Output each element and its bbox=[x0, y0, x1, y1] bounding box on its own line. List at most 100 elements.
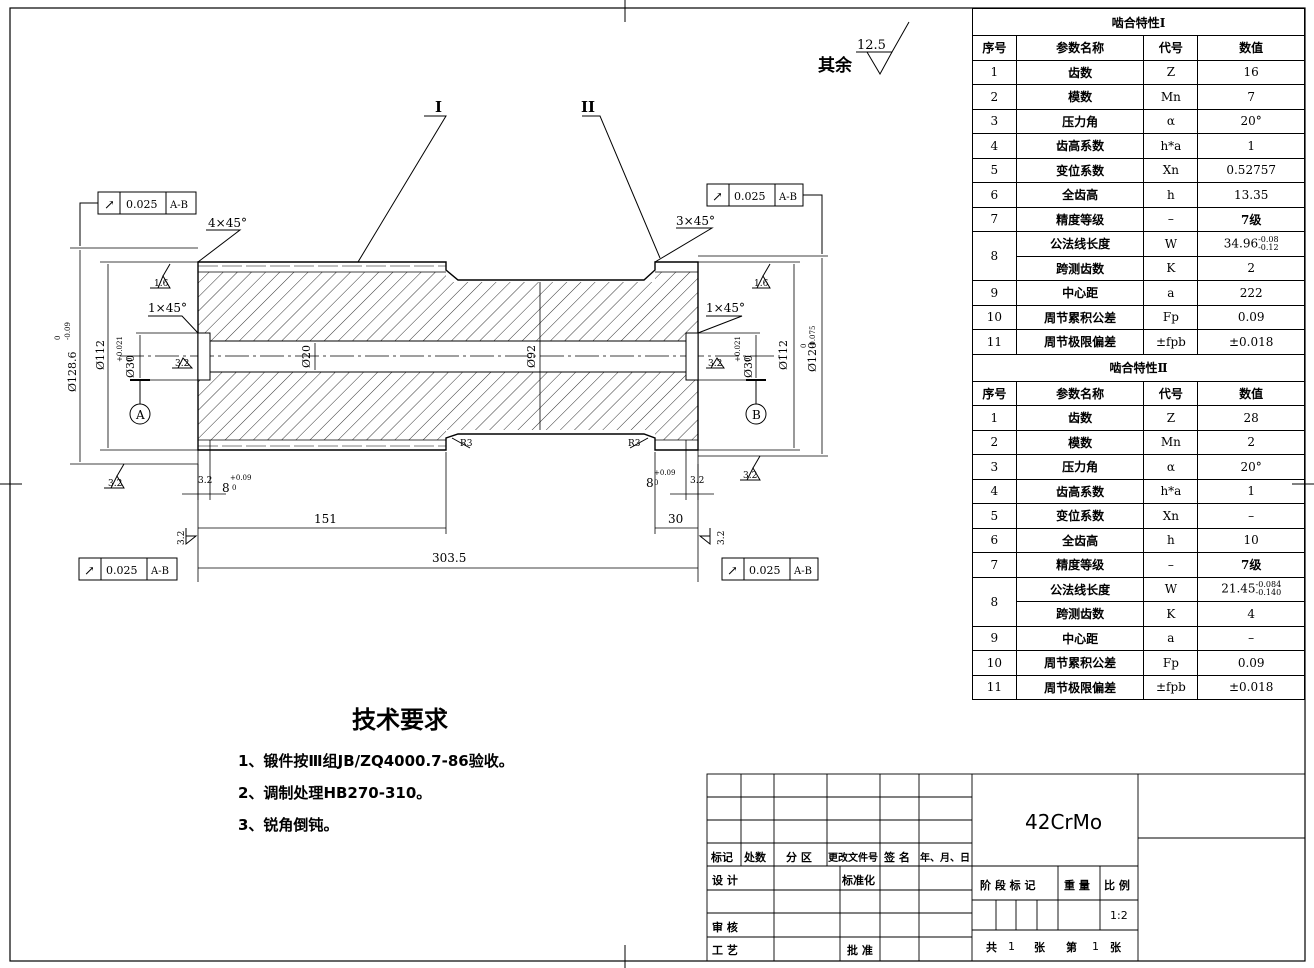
tb-total-label: 共 bbox=[986, 941, 997, 954]
mesh-cell-value: 2 bbox=[1197, 429, 1305, 455]
mesh-cell-no: 5 bbox=[972, 503, 1017, 529]
tb-zone: 分 区 bbox=[786, 851, 812, 864]
material-label: 42CrMo bbox=[1025, 810, 1103, 834]
runout-top-left: ↗ 0.025 A-B bbox=[79, 191, 197, 246]
section-leaders: I II bbox=[357, 98, 661, 263]
mesh-section-title-1: 啮合特性Ⅰ bbox=[972, 8, 1305, 36]
mesh-cell-code: ±fpb bbox=[1143, 329, 1199, 355]
runout-datum-3: A-B bbox=[150, 566, 169, 577]
mesh-cell-no: 10 bbox=[972, 304, 1017, 330]
runout-symbol-2: ↗ bbox=[712, 190, 723, 205]
mesh-cell-name: 全齿高 bbox=[1015, 527, 1145, 553]
dia-30-left-tol-lower: 0 bbox=[126, 358, 134, 362]
mesh-cell-value: 7 bbox=[1197, 84, 1305, 110]
mesh-header-3: 数值 bbox=[1197, 35, 1305, 61]
runout-top-right: ↗ 0.025 A-B bbox=[706, 183, 823, 254]
mesh-cell-name: 公法线长度 bbox=[1015, 231, 1145, 257]
roughness-3-2-h: 3.2 bbox=[717, 531, 727, 545]
runout-bottom-right: ↗ 0.025 A-B bbox=[721, 557, 819, 581]
mesh-tol-upper: -0.084 bbox=[1255, 580, 1282, 590]
mesh-cell-code: Fp bbox=[1143, 304, 1199, 330]
mesh-cell-no: 8 bbox=[972, 231, 1017, 281]
mesh-cell-code: a bbox=[1143, 280, 1199, 306]
mesh-cell-no: 8 bbox=[972, 576, 1017, 627]
mesh-cell-no: 3 bbox=[972, 108, 1017, 134]
mesh-cell-value: 7级 bbox=[1197, 206, 1305, 232]
runout-datum-4: A-B bbox=[793, 566, 812, 577]
mesh-cell-no: 4 bbox=[972, 478, 1017, 504]
mesh-cell-value: – bbox=[1197, 503, 1305, 529]
runout-symbol-1: ↗ bbox=[104, 198, 115, 213]
mesh-header-1: 参数名称 bbox=[1015, 380, 1145, 406]
mesh-cell-code: α bbox=[1143, 454, 1199, 480]
mesh-cell-code: Fp bbox=[1143, 650, 1199, 676]
mesh-cell-name: 压力角 bbox=[1015, 108, 1145, 134]
mesh-cell-no: 5 bbox=[972, 157, 1017, 183]
mesh-cell-code: ±fpb bbox=[1143, 674, 1199, 700]
mesh-section-title-2: 啮合特性Ⅱ bbox=[972, 353, 1305, 382]
mesh-cell-value: 10 bbox=[1197, 527, 1305, 553]
mesh-cell-name: 精度等级 bbox=[1015, 552, 1145, 578]
diameter-dims: Ø128.6 0 -0.09 Ø112 Ø30 +0.021 0 Ø20 Ø92… bbox=[54, 247, 828, 465]
shaft-body bbox=[120, 261, 780, 451]
runout-datum-1: A-B bbox=[169, 200, 188, 211]
mesh-cell-code: W bbox=[1143, 231, 1199, 257]
tb-total-value: 1 bbox=[1008, 940, 1015, 953]
mesh-header-2: 代号 bbox=[1143, 35, 1199, 61]
mesh-cell-code: Mn bbox=[1143, 429, 1199, 455]
mesh-cell-code: α bbox=[1143, 108, 1199, 134]
mesh-cell-no: 3 bbox=[972, 454, 1017, 480]
section-label-1: I bbox=[435, 98, 442, 116]
mesh-cell-name: 变位系数 bbox=[1015, 157, 1145, 183]
tb-weight: 重 量 bbox=[1064, 879, 1090, 892]
length-dims: 151 30 303.5 bbox=[197, 452, 699, 582]
mesh-header-2: 代号 bbox=[1143, 380, 1199, 406]
mesh-cell-name: 中心距 bbox=[1015, 625, 1145, 651]
mesh-cell-no: 6 bbox=[972, 182, 1017, 208]
tb-sheet-label: 第 bbox=[1066, 941, 1077, 954]
mesh-value-tolerance: -0.084-0.140 bbox=[1256, 581, 1282, 597]
roughness-3-2-a: 3.2 bbox=[175, 359, 189, 369]
roughness-symbols: 1.6 1.6 3.2 3.2 3.2 3.2 3.2 3.2 3.2 3.2 bbox=[104, 263, 771, 546]
mesh-cell-no: 7 bbox=[972, 552, 1017, 578]
mesh-cell-no: 11 bbox=[972, 329, 1017, 355]
roughness-3-2-g: 3.2 bbox=[177, 531, 187, 545]
tb-sheet-unit2: 张 bbox=[1110, 941, 1121, 954]
roughness-rest-value: 12.5 bbox=[857, 38, 886, 53]
mesh-cell-no: 6 bbox=[972, 527, 1017, 553]
mesh-cell-name: 公法线长度 bbox=[1015, 576, 1145, 602]
groove-right-tol-lower: 0 bbox=[654, 479, 658, 487]
mesh-cell-code: Xn bbox=[1143, 503, 1199, 529]
roughness-3-2-f: 3.2 bbox=[690, 476, 704, 486]
dia-112-left: Ø112 bbox=[94, 340, 107, 370]
runout-symbol-3: ↗ bbox=[84, 564, 95, 579]
mesh-cell-value: 1 bbox=[1197, 133, 1305, 159]
mesh-cell-code: h bbox=[1143, 527, 1199, 553]
mesh-cell-value: – bbox=[1197, 625, 1305, 651]
dia-outer-right: Ø120 bbox=[806, 342, 819, 372]
dia-outer-right-tol-upper: 0 bbox=[800, 344, 808, 348]
roughness-rest-label: 其余 bbox=[818, 55, 853, 76]
chamfer-notes: 4×45° 3×45° 1×45° 1×45° bbox=[148, 214, 745, 334]
dia-30-right-tol-upper: +0.021 bbox=[734, 336, 742, 362]
mesh-cell-code: Z bbox=[1143, 59, 1199, 85]
len-30: 30 bbox=[668, 512, 683, 526]
mesh-cell-value: 0.09 bbox=[1197, 650, 1305, 676]
len-303-5: 303.5 bbox=[432, 551, 466, 565]
mesh-cell-value: 28 bbox=[1197, 405, 1305, 431]
mesh-header-0: 序号 bbox=[972, 380, 1017, 406]
mesh-tol-upper: -0.08 bbox=[1258, 234, 1279, 244]
mesh-cell-value: 2 bbox=[1197, 255, 1305, 281]
mesh-cell-name: 全齿高 bbox=[1015, 182, 1145, 208]
dia-30-right-tol-lower: 0 bbox=[744, 358, 752, 362]
